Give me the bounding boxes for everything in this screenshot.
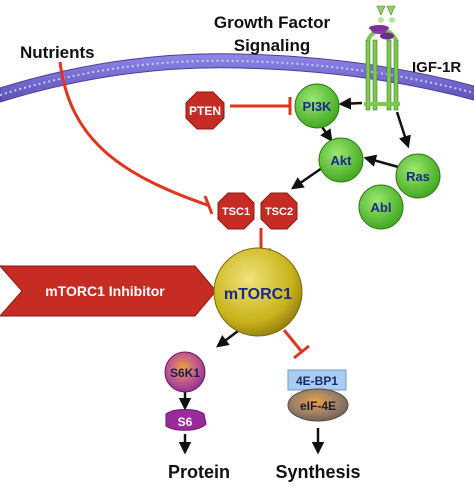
mtorc1-label: mTORC1	[224, 286, 292, 303]
pi3k-node: PI3K	[294, 83, 340, 129]
nutrients-inhibition-line	[58, 61, 214, 215]
protein-label: Protein	[168, 462, 230, 482]
mtorc1-4ebp1-inhibition-line	[282, 329, 310, 360]
abl-label: Abl	[371, 200, 392, 215]
pten-inhibition-line	[230, 97, 292, 115]
tsc2-label: TSC2	[265, 206, 293, 218]
pi3k-label: PI3K	[303, 99, 333, 114]
s6k1-label: S6K1	[170, 366, 200, 380]
tsc-inhibition-line	[251, 228, 271, 252]
cell-membrane	[0, 53, 474, 103]
4ebp1-node: 4E-BP1	[287, 369, 347, 391]
tsc2-node: TSC2	[260, 192, 298, 230]
eif4e-label: eIF-4E	[300, 399, 336, 413]
synthesis-label: Synthesis	[275, 462, 360, 482]
pten-node: PTEN	[185, 91, 225, 130]
growth-factor-label-line1: Growth Factor	[214, 13, 331, 32]
nutrients-label: Nutrients	[20, 43, 95, 62]
s6k1-node: S6K1	[164, 351, 206, 393]
eif4e-node: eIF-4E	[287, 388, 349, 422]
mtorc1-inhibitor-arrow: mTORC1 Inhibitor	[0, 265, 217, 317]
ras-node: Ras	[395, 153, 441, 199]
ras-label: Ras	[406, 169, 430, 184]
activation-arrows	[178, 97, 411, 455]
mtorc1-inhibitor-label: mTORC1 Inhibitor	[45, 283, 165, 299]
akt-label: Akt	[331, 153, 353, 168]
s6-label: S6	[178, 415, 193, 429]
tsc1-node: TSC1	[217, 192, 255, 230]
igf-ligands	[369, 5, 396, 40]
pten-label: PTEN	[189, 104, 221, 118]
abl-node: Abl	[358, 184, 404, 230]
tsc1-label: TSC1	[222, 206, 250, 218]
s6-node: S6	[165, 409, 207, 431]
akt-node: Akt	[318, 137, 364, 183]
mtorc1-node: mTORC1	[213, 247, 303, 337]
growth-factor-label-line2: Signaling	[234, 36, 311, 55]
receptor-label: IGF-1R	[412, 59, 461, 76]
4ebp1-label: 4E-BP1	[296, 374, 338, 388]
